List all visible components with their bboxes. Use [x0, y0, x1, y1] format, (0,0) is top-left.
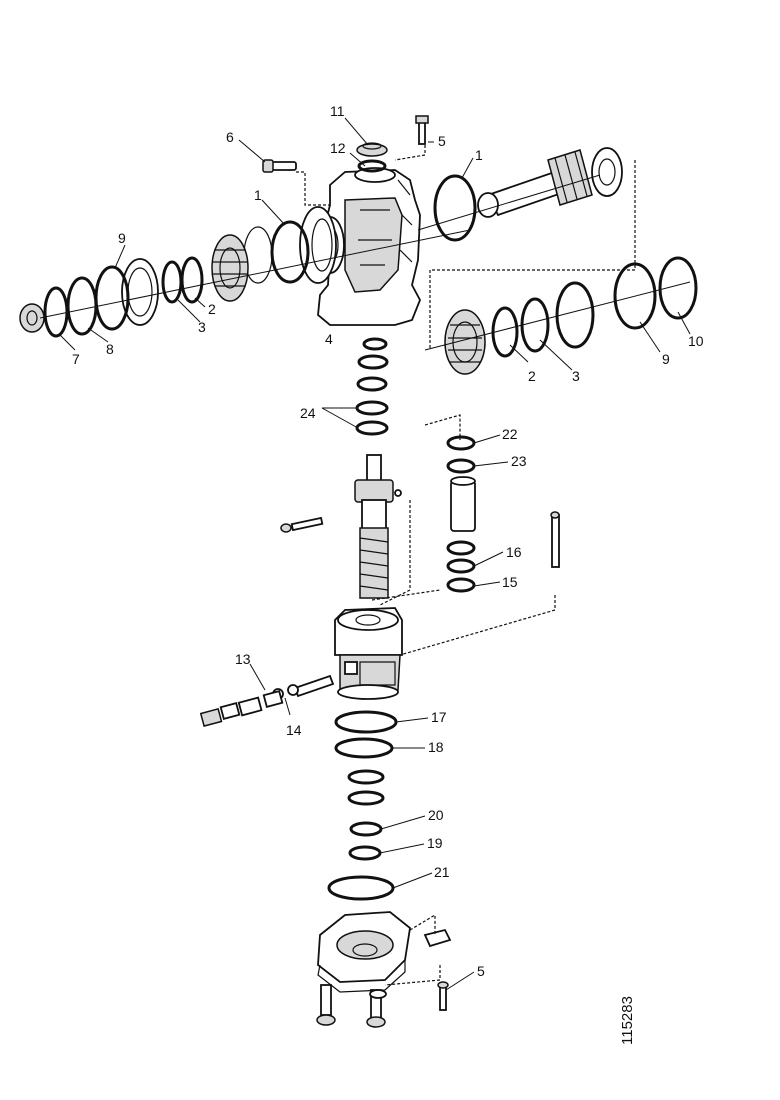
sector-shaft — [477, 149, 593, 218]
callout-8: 8 — [106, 341, 114, 357]
guide-lines-lower — [384, 913, 441, 986]
lower-rings — [327, 710, 398, 901]
bottom-cover — [317, 911, 411, 993]
piston — [334, 607, 403, 700]
spring-pin — [550, 511, 560, 568]
callout-4: 4 — [325, 331, 333, 347]
callout-24: 24 — [300, 405, 316, 421]
bolt-5-lower — [437, 981, 449, 1011]
callout-2-right: 2 — [528, 368, 536, 384]
callout-22: 22 — [502, 426, 518, 442]
callout-6: 6 — [226, 129, 234, 145]
callout-5-lower: 5 — [477, 963, 485, 979]
right-bearing-stack — [444, 256, 698, 375]
callout-17: 17 — [431, 709, 447, 725]
callout-20: 20 — [428, 807, 444, 823]
callout-11: 11 — [330, 103, 345, 119]
cover-bolts — [316, 984, 387, 1028]
callout-14: 14 — [286, 722, 302, 738]
ball-guide — [199, 674, 335, 728]
worm-shaft — [354, 454, 402, 599]
callout-9-left: 9 — [118, 230, 126, 246]
callout-3-right: 3 — [572, 368, 580, 384]
callout-15: 15 — [502, 574, 518, 590]
left-bearing-stack — [19, 226, 273, 338]
callout-9-right: 9 — [662, 351, 670, 367]
callout-5-upper: 5 — [438, 133, 446, 149]
callout-19: 19 — [427, 835, 443, 851]
leader-lines — [59, 117, 691, 991]
callout-13: 13 — [235, 651, 251, 667]
seal-stack-24 — [355, 337, 389, 436]
bolt-6 — [262, 159, 297, 173]
callout-21: 21 — [434, 864, 450, 880]
callout-18: 18 — [428, 739, 444, 755]
callout-3-left: 3 — [198, 319, 206, 335]
drawing-id: 115283 — [619, 996, 636, 1045]
o-ring-1-right — [433, 174, 477, 242]
callout-16: 16 — [506, 544, 522, 560]
callout-1-right: 1 — [475, 147, 483, 163]
sector-shaft-washer — [591, 147, 623, 197]
guide-lines-middle — [371, 414, 556, 656]
pin — [280, 516, 324, 533]
callout-2-left: 2 — [208, 301, 216, 317]
lock-plate — [423, 928, 452, 948]
callout-12: 12 — [330, 140, 346, 156]
guide-lines-upper — [39, 145, 691, 351]
callout-23: 23 — [511, 453, 527, 469]
callout-1-left: 1 — [254, 187, 262, 203]
callout-10: 10 — [688, 333, 704, 349]
steering-gear-housing — [315, 167, 421, 326]
housing-cover-left — [299, 206, 337, 284]
bolt-5-upper — [415, 115, 429, 145]
adjusting-screw — [356, 142, 388, 173]
valve-sleeve-assembly — [446, 435, 476, 593]
callout-7: 7 — [72, 351, 80, 367]
callout-labels: 11 12 6 5 1 1 9 2 3 7 8 4 2 3 9 10 24 22… — [72, 103, 704, 979]
